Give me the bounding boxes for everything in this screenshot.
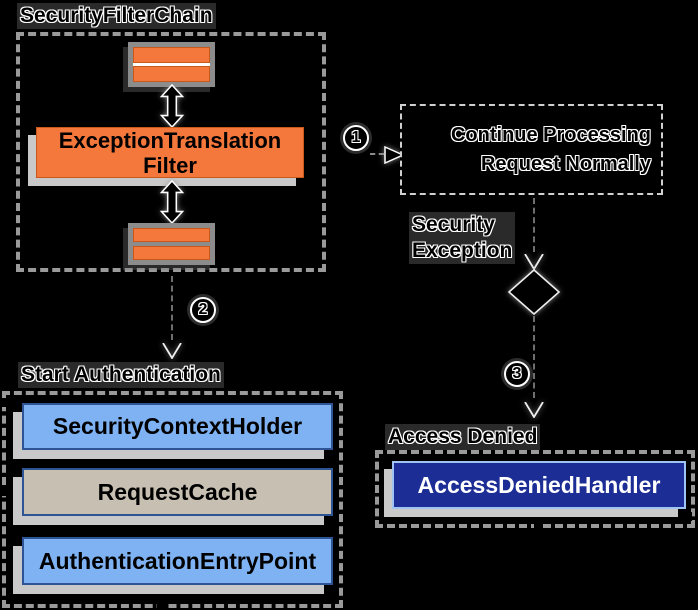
access-denied-box: AccessDeniedHandler xyxy=(375,450,695,528)
continue-processing-label-line2: Request Normally xyxy=(480,152,651,175)
filter-bar xyxy=(133,228,210,243)
step-3-marker: 3 xyxy=(504,361,530,387)
authentication-entry-point-box: AuthenticationEntryPoint xyxy=(22,537,333,585)
filter-stack-top-icon xyxy=(128,42,215,87)
connector-line xyxy=(533,198,535,252)
selection-handle xyxy=(157,599,166,608)
connector-line xyxy=(533,316,535,398)
filter-bar xyxy=(133,47,210,63)
selection-handle xyxy=(325,524,334,533)
selection-handle xyxy=(683,512,692,521)
selection-handle xyxy=(534,521,543,530)
decision-diamond-icon xyxy=(507,269,561,315)
request-cache-box: RequestCache xyxy=(22,468,333,516)
selection-handle xyxy=(330,594,339,603)
step-1-marker: 1 xyxy=(343,125,369,151)
filter-stack-bottom-icon xyxy=(128,223,215,265)
security-context-holder-box: SecurityContextHolder xyxy=(22,403,333,450)
start-authentication-label: Start Authentication xyxy=(18,362,224,388)
security-exception-line1: Security xyxy=(409,212,516,238)
request-cache-label: RequestCache xyxy=(97,478,258,505)
exception-translation-filter-label-line1: ExceptionTranslation xyxy=(58,127,282,153)
start-authentication-box: SecurityContextHolder RequestCache Authe… xyxy=(2,391,343,608)
filter-bar-separator xyxy=(133,63,210,66)
exception-translation-filter-label-line2: Filter xyxy=(143,152,197,178)
selection-handle xyxy=(2,487,11,496)
security-exception-line2: Exception xyxy=(409,238,516,264)
selection-handle xyxy=(330,452,339,461)
arrow-down-icon xyxy=(524,402,544,418)
exception-translation-filter-box: ExceptionTranslation Filter xyxy=(36,127,304,178)
step-1-number: 1 xyxy=(351,129,361,146)
step-2-number: 2 xyxy=(198,301,208,318)
selection-handle xyxy=(2,398,11,407)
filter-bar xyxy=(133,66,210,82)
authentication-entry-point-label: AuthenticationEntryPoint xyxy=(38,547,317,574)
connector-line xyxy=(171,276,173,340)
access-denied-label: Access Denied xyxy=(385,424,541,450)
continue-processing-box: Continue Processing Request Normally xyxy=(400,104,663,195)
arrow-down-icon xyxy=(524,254,544,270)
arrow-right-icon xyxy=(384,146,405,164)
connector-line xyxy=(370,153,384,155)
step-3-number: 3 xyxy=(512,365,522,382)
security-exception-label: Security Exception xyxy=(409,212,516,264)
continue-processing-label-line1: Continue Processing xyxy=(450,123,651,146)
double-arrow-icon xyxy=(159,84,185,128)
step-2-marker: 2 xyxy=(190,297,216,323)
arrow-down-icon xyxy=(162,343,182,359)
filter-bar xyxy=(133,245,210,260)
access-denied-handler-label: AccessDeniedHandler xyxy=(417,471,661,498)
security-context-holder-label: SecurityContextHolder xyxy=(52,413,303,439)
access-denied-handler-box: AccessDeniedHandler xyxy=(392,461,686,509)
double-arrow-icon xyxy=(159,180,185,224)
security-filter-chain-title: SecurityFilterChain xyxy=(17,3,216,29)
